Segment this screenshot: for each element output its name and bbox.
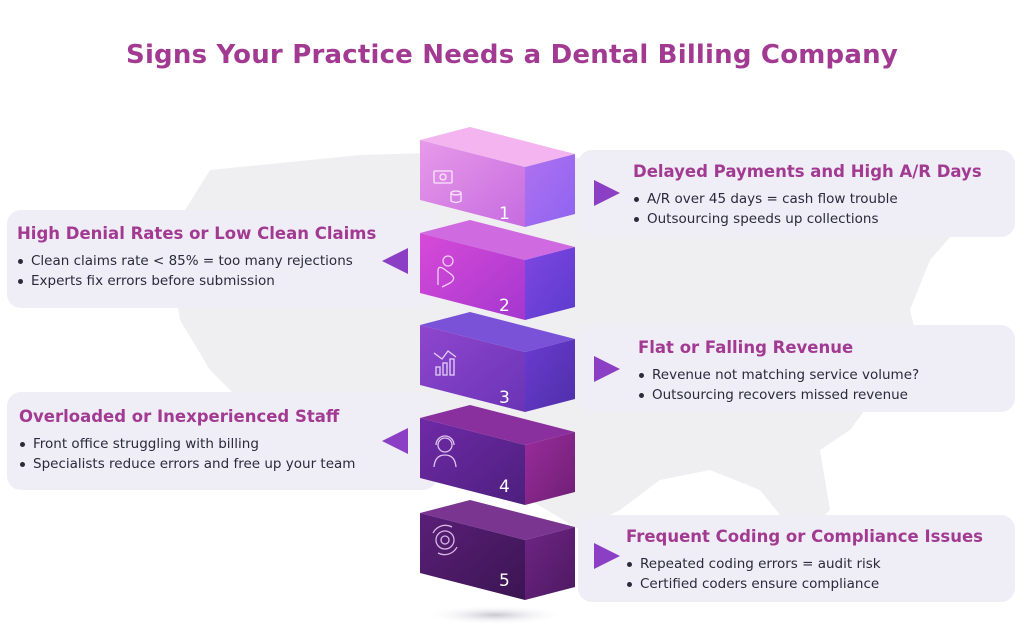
cube-tower: 5 4 3 2 — [420, 127, 575, 625]
step-2-point-1: Clean claims rate < 85% = too many rejec… — [17, 251, 376, 271]
step-3-point-2: Outsourcing recovers missed revenue — [638, 385, 919, 405]
step-1-panel: Delayed Payments and High A/R Days A/R o… — [578, 150, 1015, 237]
step-3-point-1: Revenue not matching service volume? — [638, 365, 919, 385]
step-4-point-1: Front office struggling with billing — [19, 434, 355, 454]
step-1-heading: Delayed Payments and High A/R Days — [633, 162, 982, 181]
hand-coin-icon — [437, 255, 455, 288]
step-1-point-2: Outsourcing speeds up collections — [633, 209, 982, 229]
step-3-number: 3 — [499, 388, 510, 408]
cube-3: 3 — [420, 312, 575, 412]
step-1-number: 1 — [499, 204, 510, 224]
step-4-point-2: Specialists reduce errors and free up yo… — [19, 454, 355, 474]
support-agent-icon — [433, 435, 457, 468]
step-3-panel: Flat or Falling Revenue Revenue not matc… — [578, 325, 1015, 412]
cube-1: 1 — [420, 127, 575, 227]
chart-decline-icon — [433, 350, 457, 376]
cube-5: 5 — [420, 500, 575, 600]
gear-cycle-icon — [432, 524, 458, 556]
step-5-point-2: Certified coders ensure compliance — [626, 574, 983, 594]
step-4-heading: Overloaded or Inexperienced Staff — [19, 407, 340, 426]
step-5-panel: Frequent Coding or Compliance Issues Rep… — [578, 515, 1015, 602]
step-5-heading: Frequent Coding or Compliance Issues — [626, 527, 983, 546]
step-4-arrow — [382, 428, 408, 454]
step-2-point-2: Experts fix errors before submission — [17, 271, 376, 291]
step-2-arrow — [382, 248, 408, 274]
step-1-arrow — [594, 180, 620, 206]
step-2-heading: High Denial Rates or Low Clean Claims — [17, 224, 377, 243]
step-5-number: 5 — [499, 571, 510, 591]
step-4-panel: Overloaded or Inexperienced Staff Front … — [7, 392, 437, 490]
cube-4: 4 — [420, 405, 575, 505]
step-5-arrow — [594, 543, 620, 569]
money-icon — [433, 170, 462, 204]
step-1-point-1: A/R over 45 days = cash flow trouble — [633, 189, 982, 209]
step-2-number: 2 — [499, 296, 510, 316]
step-4-number: 4 — [499, 477, 510, 497]
page-title: Signs Your Practice Needs a Dental Billi… — [126, 40, 898, 70]
step-2-panel: High Denial Rates or Low Clean Claims Cl… — [7, 210, 437, 308]
step-5-point-1: Repeated coding errors = audit risk — [626, 554, 983, 574]
step-3-arrow — [594, 356, 620, 382]
step-3-heading: Flat or Falling Revenue — [638, 338, 854, 357]
tower-shadow — [425, 605, 565, 625]
cube-2: 2 — [420, 220, 575, 320]
